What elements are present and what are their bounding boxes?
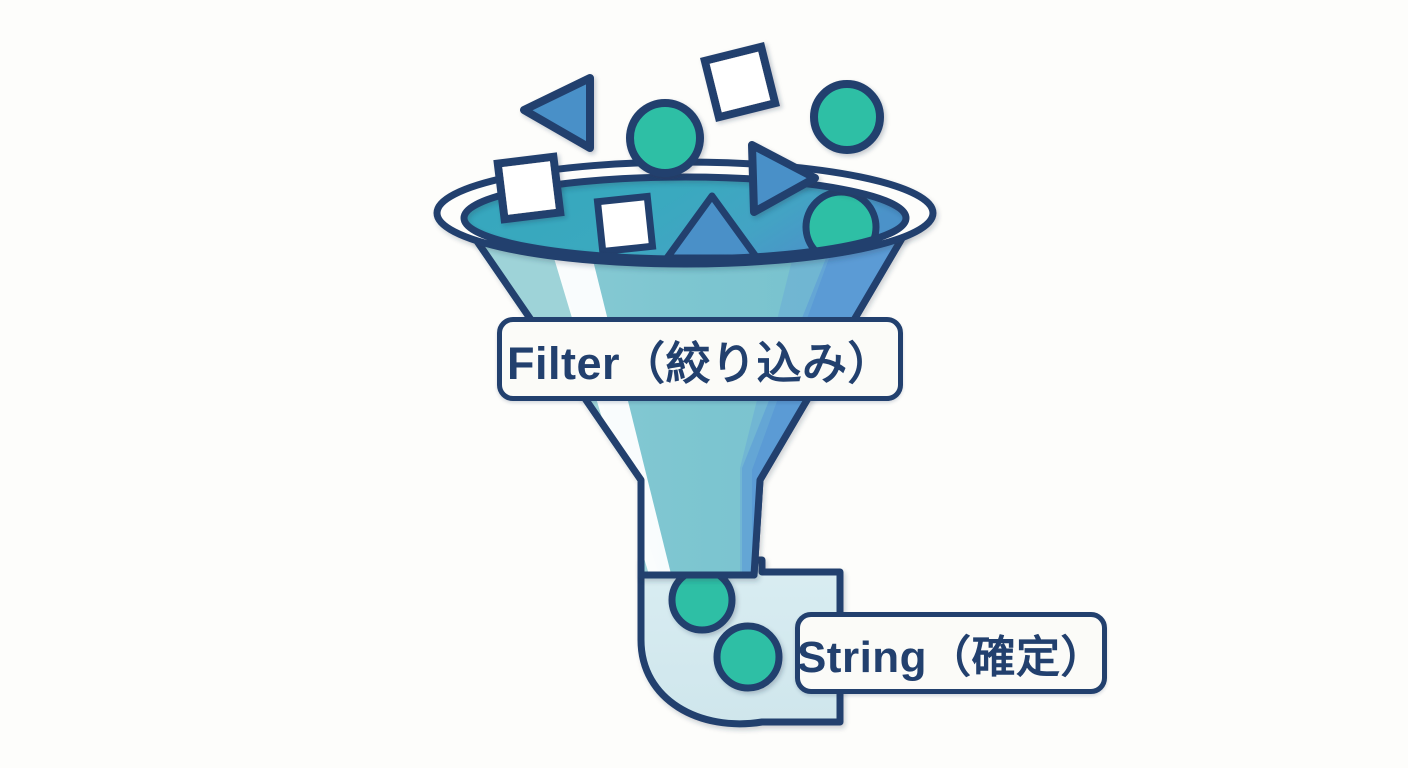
- square-white-rim-left: [493, 152, 565, 224]
- circle-output-lower: [713, 622, 783, 692]
- floating-shapes: [493, 41, 884, 224]
- square-white-tilted: [699, 41, 781, 123]
- circle-output-upper: [668, 566, 736, 634]
- string-label-box: String（確定）: [795, 612, 1107, 694]
- triangle-left: [520, 74, 594, 152]
- circle-teal-upper-right: [810, 80, 884, 154]
- triangle-right: [748, 141, 819, 216]
- string-label-text: String（確定）: [796, 633, 1106, 682]
- filter-label-text: Filter（絞り込み）: [506, 337, 894, 389]
- square-white-inner: [593, 192, 657, 256]
- circle-teal-upper-left: [626, 99, 704, 177]
- cone-band-mid: [740, 230, 840, 573]
- filter-label-box: Filter（絞り込み）: [497, 317, 903, 401]
- funnel-bowl-interior: [464, 177, 906, 259]
